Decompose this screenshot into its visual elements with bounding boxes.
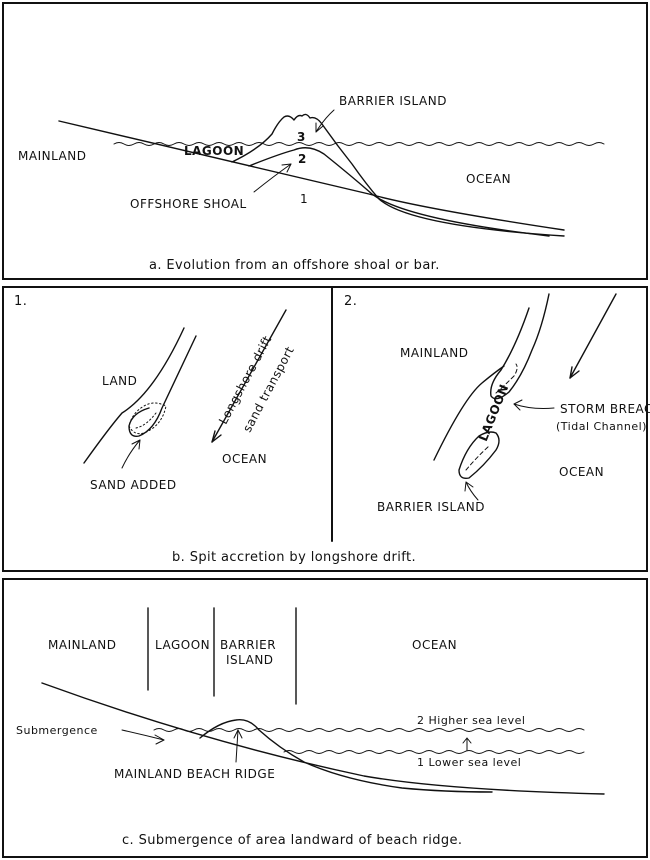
c-beach-ridge [199,719,493,793]
stage-1-label: 1 [300,192,309,206]
c-lower-sea-level-label: 1 Lower sea level [417,756,522,769]
offshore-shoal-arrow [253,163,292,193]
panel-c-drawing [41,607,605,795]
b2-barrier-island [458,431,500,480]
c-higher-sea-level-label: 2 Higher sea level [417,714,526,727]
panel-b-drawing [83,287,617,542]
ocean-label: OCEAN [466,172,512,186]
lagoon-label: LAGOON [184,144,245,158]
mainland-label: MAINLAND [18,149,87,163]
b2-barrier-island-label: BARRIER ISLAND [377,500,485,514]
shoal-stage-2 [248,147,550,237]
c-higher-sea-level [153,728,585,732]
offshore-shoal-label: OFFSHORE SHOAL [130,197,247,211]
b2-mainland-shore [433,365,505,461]
b1-longshore-arrow [211,309,287,443]
panel-b-caption: b. Spit accretion by longshore drift. [172,550,417,565]
b1-ocean-label: OCEAN [222,452,268,466]
stage-3-label: 3 [297,130,306,144]
c-ocean-label: OCEAN [412,638,458,652]
panel-a-caption: a. Evolution from an offshore shoal or b… [149,258,440,273]
c-beach-ridge-label: MAINLAND BEACH RIDGE [114,767,276,781]
c-barrier-label-2: ISLAND [226,653,274,667]
c-barrier-label-1: BARRIER [220,638,277,652]
sea-level-line [113,142,605,146]
c-slope-line [41,682,605,795]
b2-ocean-label: OCEAN [559,465,605,479]
b2-tidal-channel-label: (Tidal Channel) [556,420,647,433]
b2-number: 2. [344,294,358,309]
b2-spit-upper [490,293,550,400]
b1-spit-outer [128,335,197,437]
b1-sand-added [128,402,167,435]
panel-b: 1. LAND OCEAN SAND ADDED Longshore drift… [2,286,650,572]
barrier-island-label: BARRIER ISLAND [339,94,447,108]
panel-c: MAINLAND LAGOON BARRIER ISLAND OCEAN Sub… [2,578,648,858]
c-submergence-label: Submergence [16,724,98,737]
c-lagoon-label: LAGOON [155,638,211,652]
b2-mainland-label: MAINLAND [400,346,469,360]
barrier-island-stage-3 [231,113,565,237]
stage-2-label: 2 [298,152,307,166]
b1-coastline [83,327,185,464]
b1-number: 1. [14,294,28,309]
panel-c-caption: c. Submergence of area landward of beach… [122,833,463,848]
c-lower-sea-level [283,750,585,754]
panel-a-drawing [58,109,605,237]
b1-sand-added-label: SAND ADDED [90,478,177,492]
b1-land-label: LAND [102,374,138,388]
b2-longshore-arrow [569,293,617,379]
c-mainland-label: MAINLAND [48,638,117,652]
b2-storm-breach-label: STORM BREACH [560,402,650,416]
panel-a: MAINLAND LAGOON BARRIER ISLAND 3 2 1 OCE… [2,2,648,280]
barrier-island-arrow [315,109,335,133]
